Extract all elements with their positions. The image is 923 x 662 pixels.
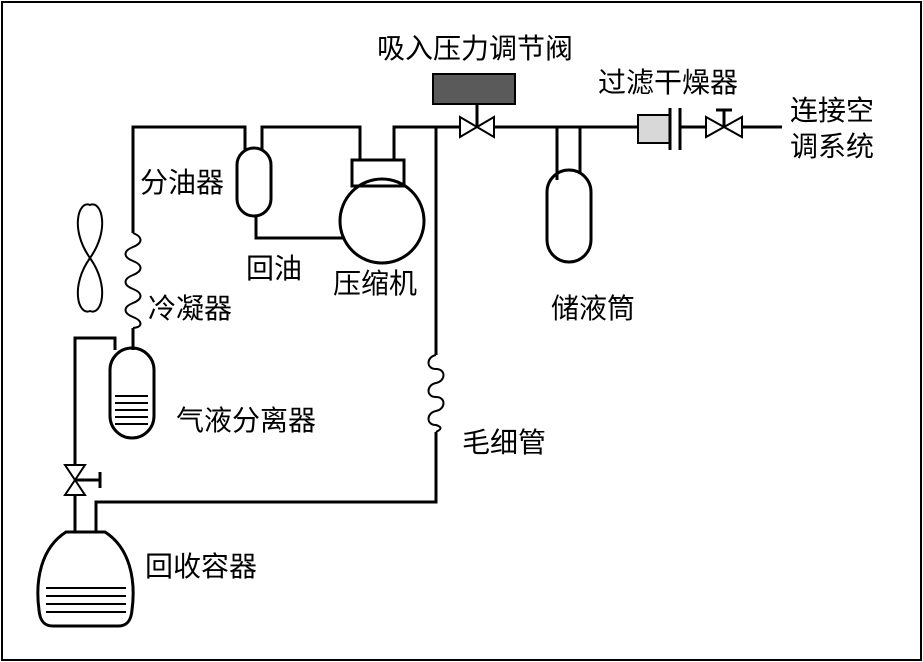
- label-capillary: 毛细管: [462, 426, 546, 459]
- recovery-container-vessel: [36, 530, 135, 628]
- label-condenser: 冷凝器: [148, 292, 232, 325]
- label-filter-drier: 过滤干燥器: [598, 66, 738, 99]
- pipe-separator-to-compressor: [260, 125, 362, 160]
- label-recovery-container: 回收容器: [145, 550, 257, 583]
- container-valve: [63, 464, 102, 496]
- pipe-condenser-to-separator: [131, 125, 247, 233]
- label-suction-valve: 吸入压力调节阀: [377, 32, 573, 65]
- label-oil-return: 回油: [246, 252, 302, 285]
- pipe-oil-return: [254, 215, 345, 240]
- label-gas-liquid-separator: 气液分离器: [176, 404, 316, 437]
- oil-separator-vessel: [235, 146, 273, 218]
- receiver-vessel: [545, 168, 593, 264]
- label-connect-ac-2: 调系统: [790, 130, 874, 163]
- condenser-coil: [124, 232, 142, 329]
- suction-pressure-valve: [432, 73, 516, 139]
- label-connect-ac-1: 连接空: [790, 94, 874, 127]
- pipe-capillary-to-container: [94, 432, 438, 532]
- condenser-fan-icon: [76, 203, 104, 313]
- gas-liquid-separator-vessel: [108, 346, 156, 440]
- pipe-compressor-outlet: [392, 125, 460, 160]
- label-oil-separator: 分油器: [140, 166, 224, 199]
- pipe-separator-to-container: [73, 336, 117, 465]
- capillary-coil: [427, 354, 445, 433]
- label-compressor: 压缩机: [333, 267, 417, 300]
- compressor-shape: [338, 158, 426, 265]
- label-receiver: 储液筒: [551, 292, 635, 325]
- shutoff-valve-ac: [705, 108, 743, 139]
- filter-drier: [637, 108, 682, 150]
